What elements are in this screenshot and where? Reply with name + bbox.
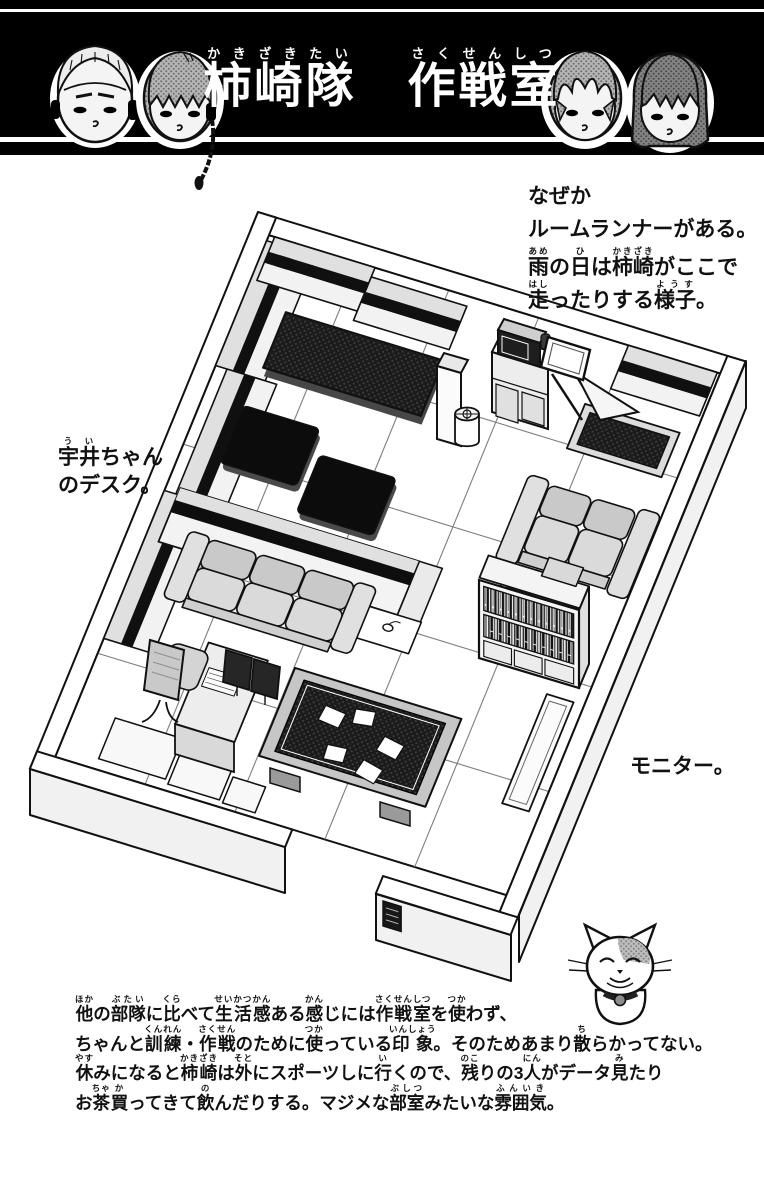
note-line: 宇井ういちゃん bbox=[58, 436, 163, 469]
coffee-table-feet bbox=[269, 766, 411, 828]
caption-line: 休やすみになると柿崎かきざきは外そとにスポーツしに行いくので、残のこりの3人にん… bbox=[75, 1053, 664, 1083]
book-row-1 bbox=[483, 585, 575, 639]
note-line: 走はしったりする様子ようす。 bbox=[528, 279, 717, 312]
box-on-shelf bbox=[540, 556, 585, 588]
note-line: モニター。 bbox=[630, 755, 735, 778]
note-ui-desk: 宇井ういちゃん のデスク。 bbox=[58, 436, 163, 502]
coffee-table bbox=[257, 666, 463, 808]
book-row-2 bbox=[483, 613, 575, 665]
office-chair-back bbox=[141, 638, 186, 723]
sofa-left bbox=[163, 531, 377, 654]
cat-whiskers bbox=[567, 959, 673, 972]
floor-monitor bbox=[501, 693, 575, 813]
microwave bbox=[496, 317, 548, 369]
wall-top-door-right bbox=[374, 875, 519, 936]
wall-desks-top bbox=[256, 236, 719, 417]
bookshelf bbox=[477, 578, 590, 690]
treadmill-screen bbox=[539, 335, 592, 382]
bookshelf-doors bbox=[483, 639, 575, 685]
note-line: なぜか bbox=[528, 185, 591, 208]
water-cooler bbox=[454, 406, 480, 448]
wall-tops bbox=[28, 211, 747, 936]
meeting-table bbox=[262, 311, 446, 425]
caption-paragraph: 他ほかの部隊ぶたいに比くらべて生活感せいかつかんある感かんじには作戦室さくせんし… bbox=[75, 994, 713, 1113]
treadmill-console bbox=[539, 335, 641, 422]
floor-cushion-2 bbox=[297, 455, 397, 542]
caption-line: 他ほかの部隊ぶたいに比くらべて生活感せいかつかんある感かんじには作戦室さくせんし… bbox=[75, 994, 518, 1024]
papers bbox=[317, 704, 405, 785]
page-title: 柿崎隊かきざきたい 作戦室さくせんしつ bbox=[203, 46, 561, 113]
floor-cushion-1 bbox=[220, 405, 320, 492]
cat bbox=[567, 922, 673, 1026]
note-monitor: モニター。 bbox=[630, 752, 735, 782]
caption-line: ちゃんと訓練くんれん・作戦さくせんのために使つかっている印象いんしょう。そのため… bbox=[75, 1023, 713, 1054]
cabinet-door-right bbox=[521, 391, 545, 427]
caption-line: お茶ちゃ買かってきて飲のんだりする。マジメな部室ぶしつみたいな雰囲気ふんいき。 bbox=[75, 1082, 565, 1113]
cat-patch bbox=[618, 938, 650, 964]
computer-mouse bbox=[382, 623, 394, 632]
cat-bell bbox=[613, 993, 627, 1007]
cabinet-door-left bbox=[495, 383, 519, 424]
note-line: ルームランナーがある。 bbox=[528, 218, 758, 241]
note-treadmill: なぜか ルームランナーがある。 雨あめの日ひは柿崎かきざきがここで 走はしったり… bbox=[528, 180, 757, 312]
note-line: のデスク。 bbox=[58, 474, 162, 497]
treadmill-belt bbox=[565, 402, 681, 479]
ui-desk-drawer bbox=[174, 722, 235, 774]
door-panel bbox=[382, 900, 402, 933]
wall-top-door-left bbox=[28, 750, 294, 849]
ui-desk-monitors bbox=[222, 648, 281, 705]
note-line: 雨あめの日ひは柿崎かきざきがここで bbox=[528, 246, 738, 279]
sofa-right bbox=[495, 474, 661, 600]
end-table bbox=[354, 605, 423, 655]
